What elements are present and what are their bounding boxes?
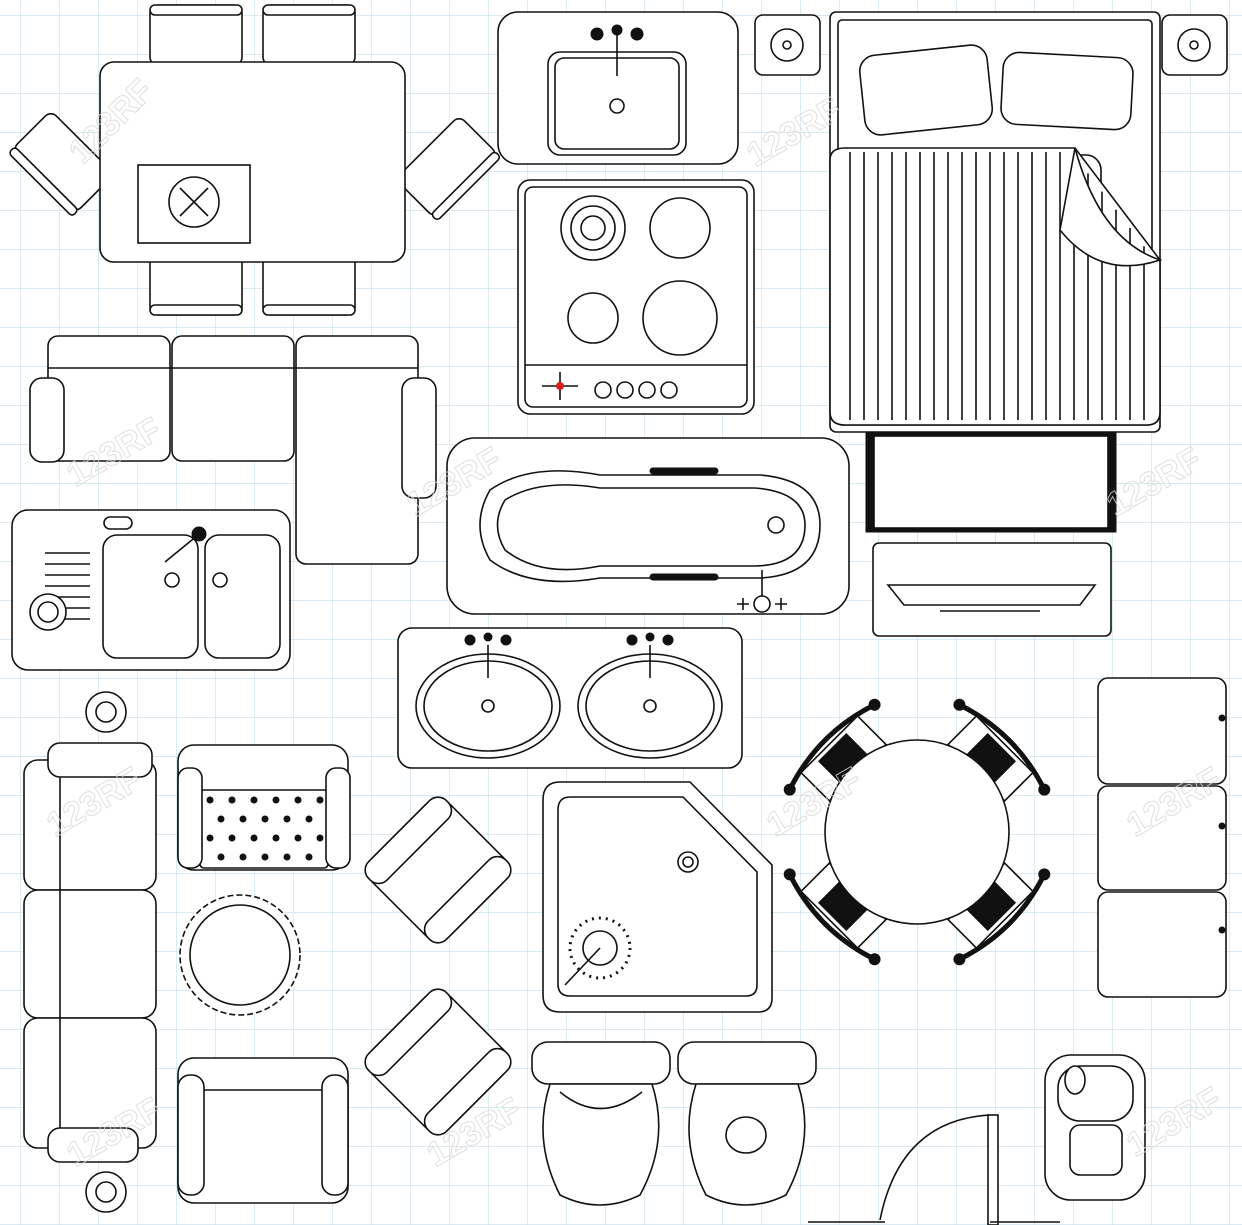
sofa-l-shape [29, 335, 437, 565]
tuft-button [272, 834, 280, 842]
dining-chair [946, 698, 1051, 803]
lamp-icon [754, 14, 1228, 76]
tuft-button [206, 796, 214, 804]
tuft-button [250, 834, 258, 842]
armchair [177, 1057, 349, 1204]
tuft-button [239, 815, 247, 823]
dining-chair [946, 861, 1051, 966]
tuft-button [228, 834, 236, 842]
tuft-button [239, 853, 247, 861]
tuft-button [272, 796, 280, 804]
tuft-button [228, 796, 236, 804]
double-vanity [397, 627, 743, 769]
tuft-button [283, 853, 291, 861]
armchair-tufted [177, 744, 351, 871]
dining-chair [783, 698, 888, 803]
kitchen-double-sink [11, 509, 291, 671]
corner-shower [542, 781, 773, 1013]
tuft-button [283, 815, 291, 823]
tuft-button [305, 853, 313, 861]
squat-toilet [1044, 1054, 1146, 1201]
tuft-button [316, 796, 324, 804]
tuft-button [316, 834, 324, 842]
tuft-button [294, 796, 302, 804]
tuft-button [250, 796, 258, 804]
three-seat-sofa [23, 742, 157, 1163]
tuft-button [217, 815, 225, 823]
tv-cabinet [872, 542, 1112, 637]
bench-rug [865, 431, 1117, 533]
tuft-button [305, 815, 313, 823]
lamp-icon [85, 691, 127, 1213]
tuft-button [294, 834, 302, 842]
round-side-table [179, 894, 301, 1016]
door-swing [808, 1114, 1060, 1225]
dining-table-6-chairs [9, 4, 501, 316]
lounge-chair [364, 796, 512, 1136]
dining-chair [783, 861, 888, 966]
tuft-button [206, 834, 214, 842]
stove-top [517, 179, 755, 415]
round-dining-table [783, 698, 1051, 966]
double-bed [829, 11, 1163, 433]
bidet [677, 1041, 817, 1206]
three-seat-sofa-vertical [1097, 677, 1227, 998]
tuft-button [261, 815, 269, 823]
toilet [531, 1041, 671, 1206]
bathroom-sink [497, 11, 739, 165]
tuft-button [217, 853, 225, 861]
bathtub [446, 437, 850, 615]
tuft-button [261, 853, 269, 861]
